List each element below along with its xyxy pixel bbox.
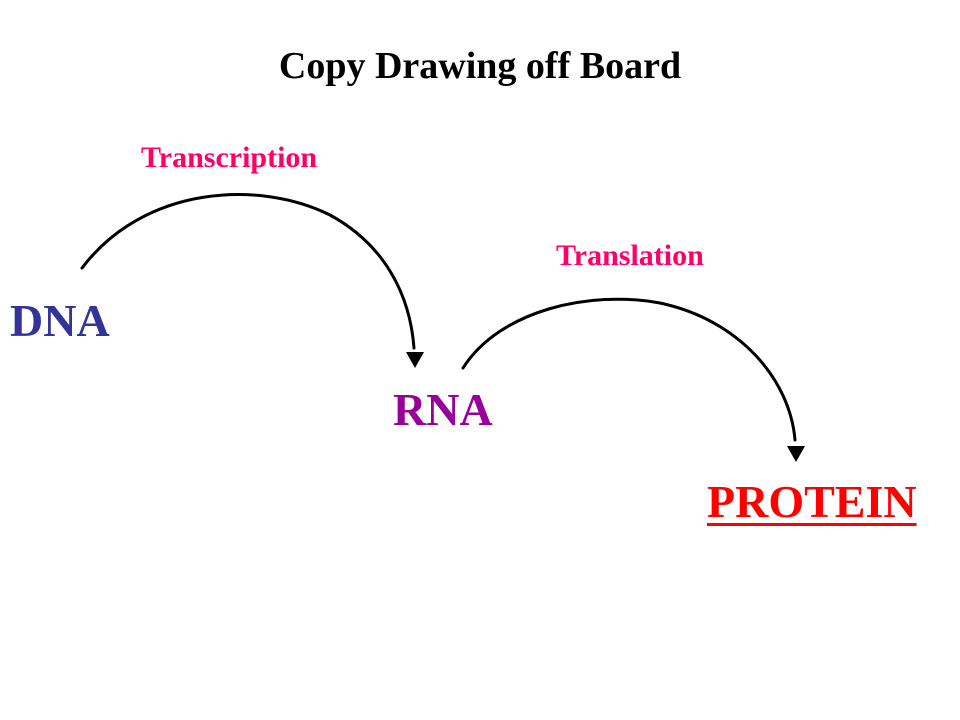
page-title: Copy Drawing off Board: [278, 45, 682, 87]
translation-arrowhead: [787, 446, 805, 462]
protein-label: PROTEIN: [707, 476, 917, 527]
transcription-arrowhead: [406, 352, 424, 368]
translation-arrow-curve: [461, 297, 797, 442]
transcription-arrow: [80, 193, 424, 368]
transcription-arrow-curve: [80, 193, 416, 350]
dna-label: DNA: [10, 295, 110, 346]
rna-label: RNA: [393, 384, 493, 435]
translation-label: Translation: [556, 239, 704, 272]
translation-arrow: [461, 297, 805, 462]
transcription-label: Transcription: [141, 141, 318, 174]
